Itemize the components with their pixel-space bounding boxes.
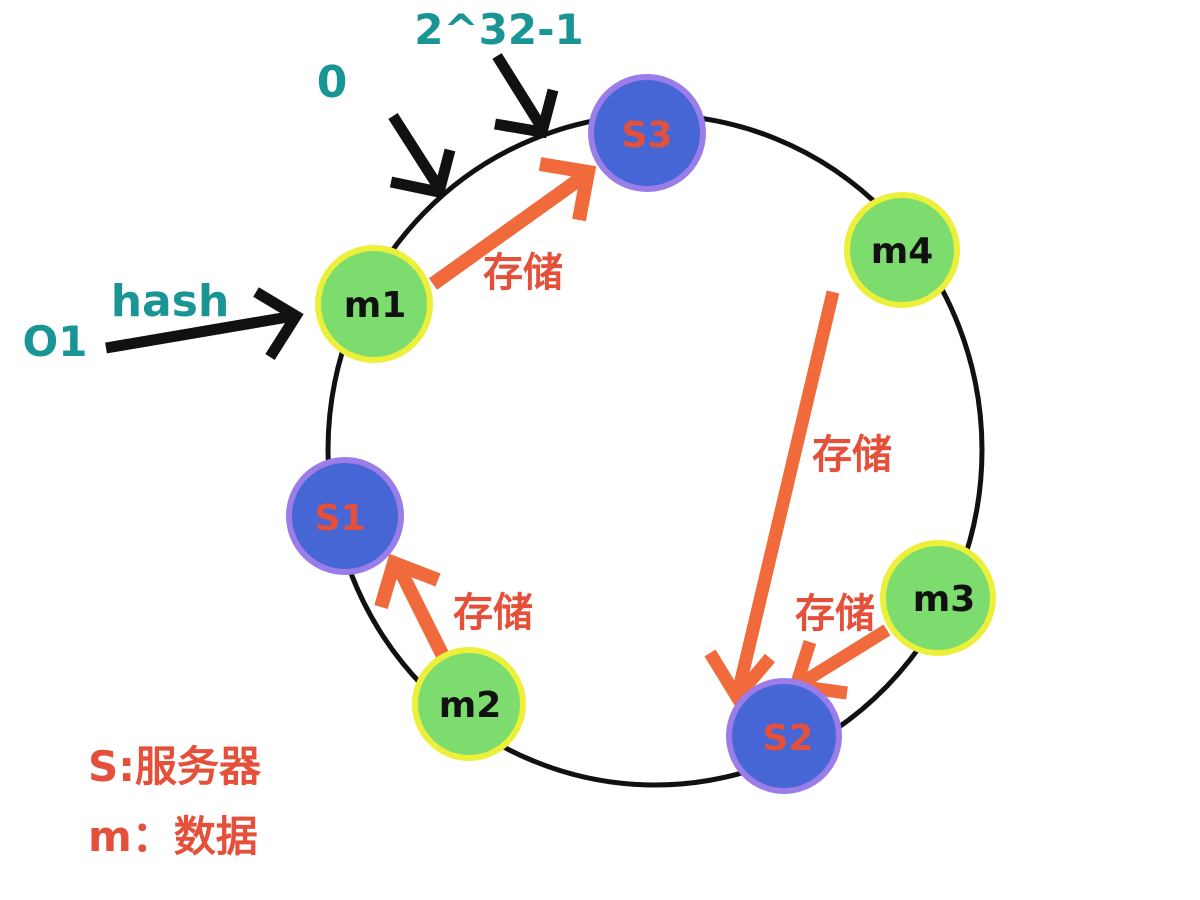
edge-m4-s2-label: 存储 xyxy=(812,432,892,478)
data-m1-label: m1 xyxy=(344,285,407,326)
edge-m1-s3-arrow xyxy=(428,157,597,290)
zero-pointer-arrow xyxy=(388,113,456,199)
hash-pointer-arrow xyxy=(105,287,304,360)
data-node-m1: m1 xyxy=(315,245,433,363)
edge-m3-s2-arrow xyxy=(787,624,891,700)
data-m3-label: m3 xyxy=(913,579,976,620)
data-node-m3: m3 xyxy=(880,540,996,656)
legend-data: m：数据 xyxy=(88,812,258,861)
edge-m2-s1-label: 存储 xyxy=(453,590,533,636)
ring-zero-label: 0 xyxy=(317,57,348,108)
data-m2-label: m2 xyxy=(439,685,502,726)
server-s3-label: S3 xyxy=(622,115,673,156)
hash-label: hash xyxy=(111,276,230,327)
data-m4-label: m4 xyxy=(871,231,934,272)
server-node-s3: S3 xyxy=(588,74,706,192)
server-s2-label: S2 xyxy=(763,718,814,759)
edge-m2-s1-arrow xyxy=(374,553,452,664)
server-s1-label: S1 xyxy=(315,498,366,539)
server-node-s1: S1 xyxy=(286,457,404,575)
object-o1-label: O1 xyxy=(23,317,88,366)
data-node-m4: m4 xyxy=(844,192,960,308)
max-pointer-arrow xyxy=(492,53,559,139)
server-node-s2: S2 xyxy=(726,678,842,794)
data-node-m2: m2 xyxy=(412,647,526,761)
edge-m3-s2-label: 存储 xyxy=(795,591,875,637)
ring-max-label: 2^32-1 xyxy=(414,5,584,54)
edge-m4-s2-arrow xyxy=(704,290,840,709)
edge-m1-s3-label: 存储 xyxy=(483,250,563,296)
legend-server: S:服务器 xyxy=(88,742,262,791)
